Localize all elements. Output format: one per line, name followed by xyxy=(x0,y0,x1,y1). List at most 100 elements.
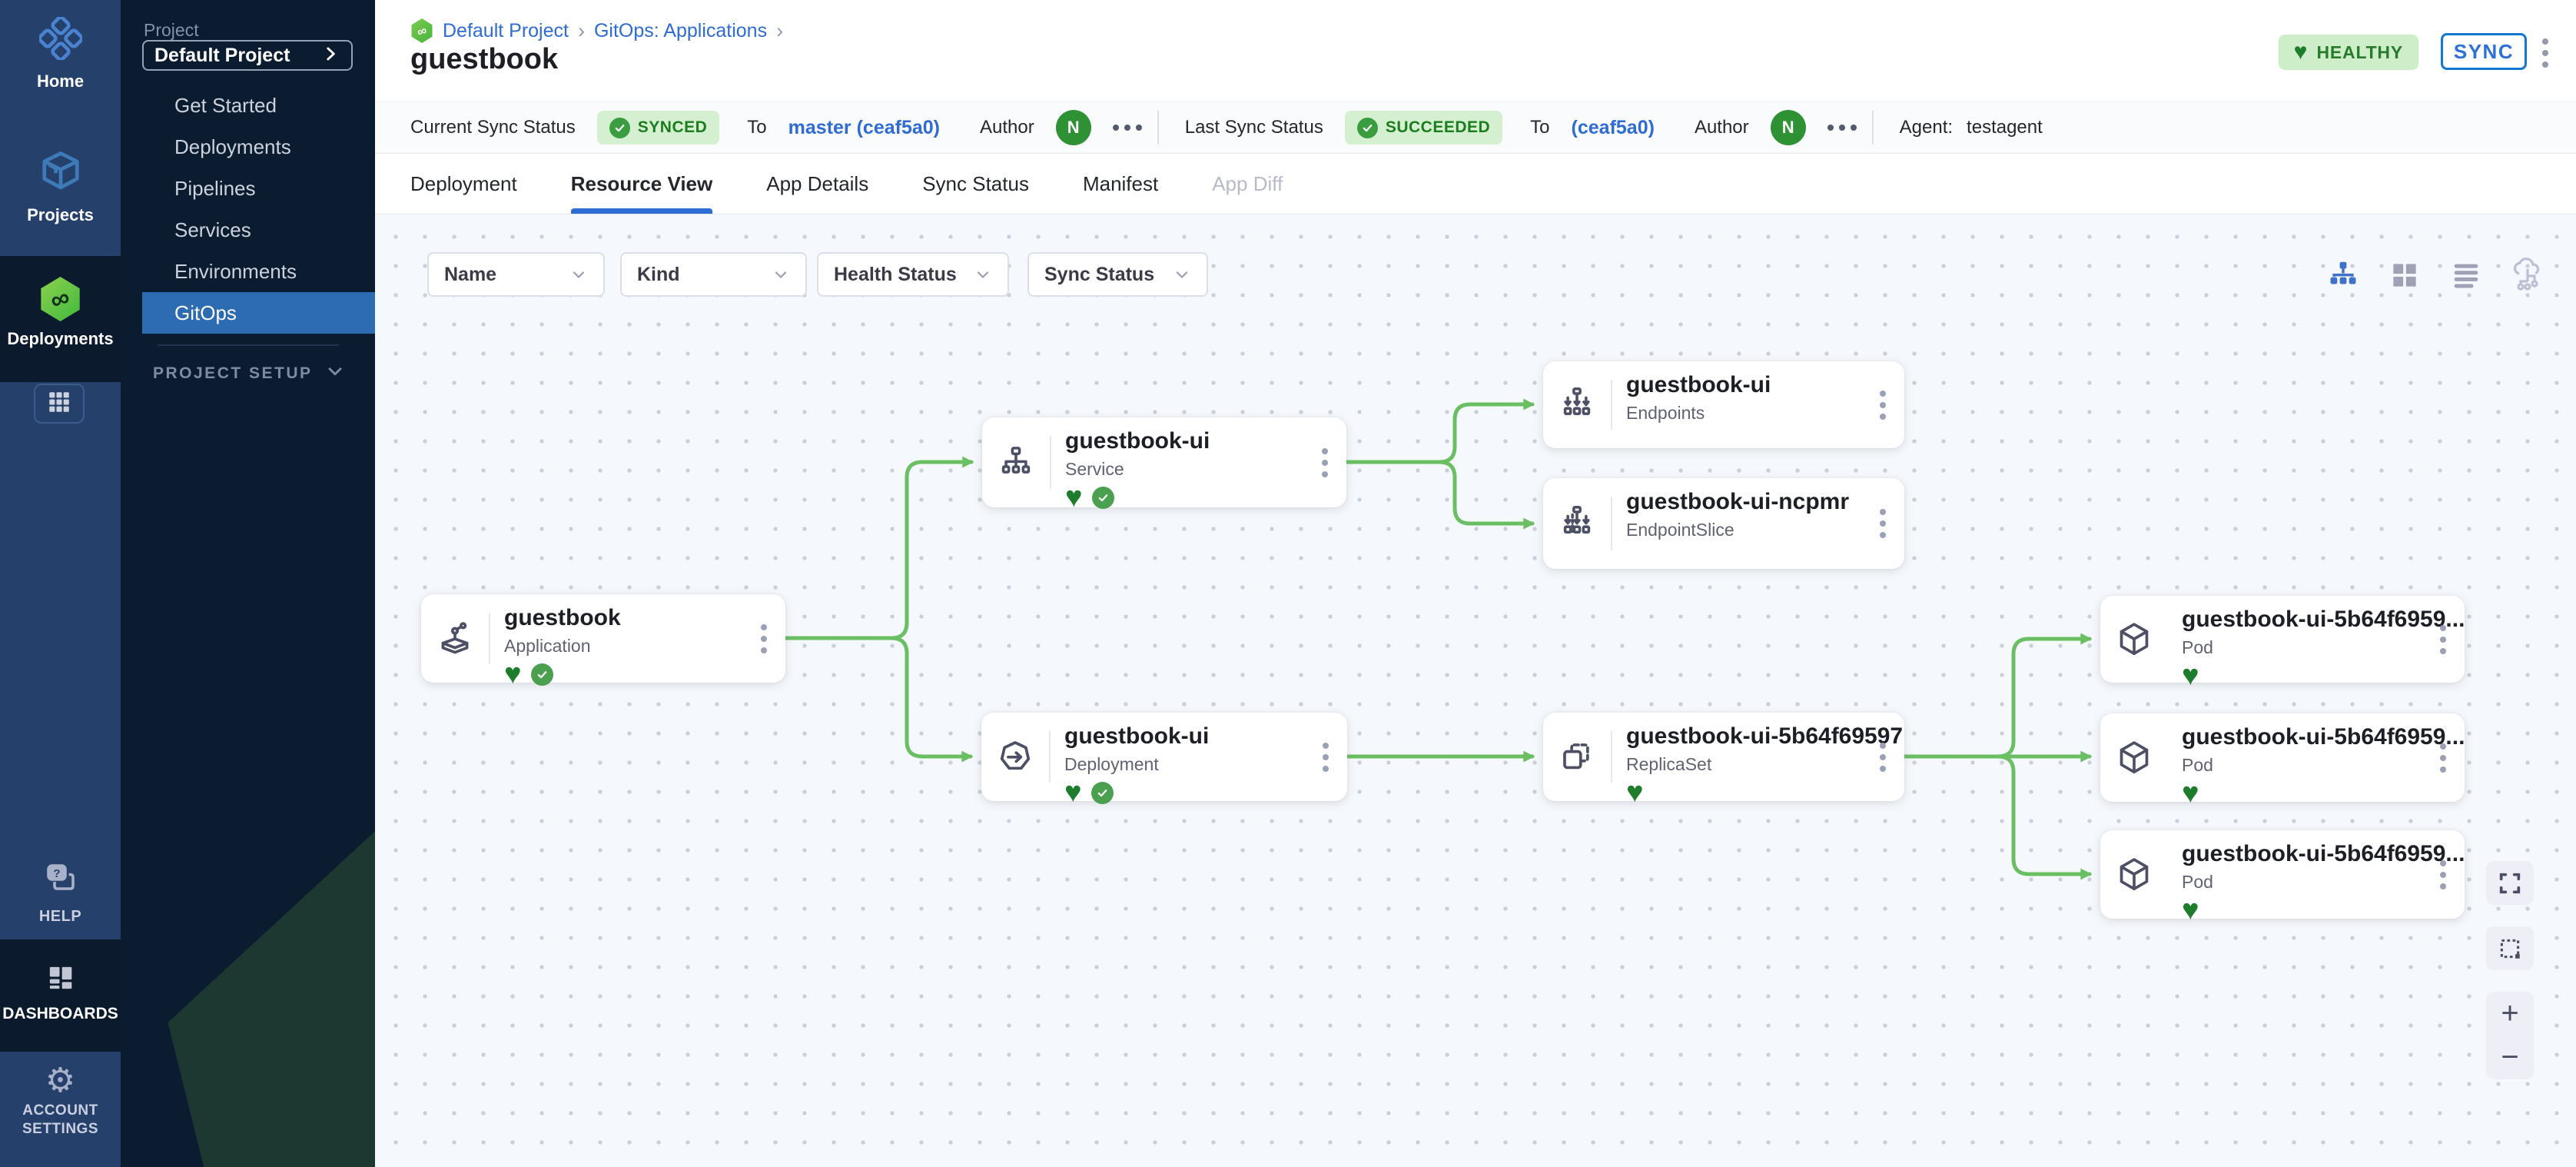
node-kind: Application xyxy=(504,636,591,656)
last-sync-status-label: Last Sync Status xyxy=(1184,117,1323,138)
rail-dashboards-label: DASHBOARDS xyxy=(2,1005,118,1022)
sync-status-bar: Current Sync Status SYNCED To master (ce… xyxy=(375,101,2576,154)
rail-item-dashboards[interactable]: DASHBOARDS xyxy=(0,963,121,1023)
divider xyxy=(1157,111,1159,145)
synced-check-icon xyxy=(1091,486,1114,509)
tab-sync-status[interactable]: Sync Status xyxy=(922,171,1029,195)
endpointslice-kind-icon xyxy=(1543,478,1611,569)
module-rail: Home Projects ∞ Deployments ? HELP xyxy=(0,0,121,1167)
chevron-down-icon xyxy=(1176,271,1188,279)
to-label: To xyxy=(1530,117,1550,138)
app-menu-kebab-icon[interactable] xyxy=(2542,38,2548,68)
gitops-breadcrumb-icon: ∞ xyxy=(411,18,433,43)
main-content: ∞ Default Project › GitOps: Applications… xyxy=(375,0,2576,1167)
tab-app-diff[interactable]: App Diff xyxy=(1212,171,1283,195)
current-sync-target-link[interactable]: master (ceaf5a0) xyxy=(788,116,940,138)
resource-tree-canvas: Name Kind Health Status Sync Status xyxy=(375,214,2576,1167)
project-selector[interactable]: Default Project xyxy=(142,40,353,71)
filter-health-status-dropdown[interactable]: Health Status xyxy=(817,252,1009,297)
sidebar-item-services[interactable]: Services xyxy=(174,218,251,241)
sidebar-item-get-started[interactable]: Get Started xyxy=(174,93,277,117)
tab-resource-view[interactable]: Resource View xyxy=(570,154,712,214)
tree-view-icon[interactable] xyxy=(2322,254,2364,296)
node-kind: Pod xyxy=(2182,755,2213,775)
current-sync-status-label: Current Sync Status xyxy=(410,117,576,138)
node-deployment[interactable]: guestbook-ui Deployment ♥ xyxy=(981,713,1347,807)
node-body: guestbook-ui-5b64f6959... Pod ♥ xyxy=(2168,596,2465,690)
node-menu-kebab-icon[interactable] xyxy=(2440,624,2447,654)
service-kind-icon xyxy=(982,417,1050,507)
node-body: guestbook-ui Service ♥ xyxy=(1051,417,1346,512)
filter-sync-status-dropdown[interactable]: Sync Status xyxy=(1027,252,1208,297)
node-body: guestbook-ui-5b64f6959... Pod ♥ xyxy=(2168,830,2465,925)
tab-app-details[interactable]: App Details xyxy=(766,171,869,195)
author-label: Author xyxy=(980,117,1034,138)
sidebar-item-pipelines[interactable]: Pipelines xyxy=(174,176,256,200)
zoom-out-button[interactable]: − xyxy=(2501,1040,2519,1074)
node-name: guestbook-ui-5b64f6959... xyxy=(2182,841,2465,866)
node-endpoints[interactable]: guestbook-ui Endpoints xyxy=(1543,361,1904,448)
zoom-in-button[interactable]: + xyxy=(2501,996,2519,1030)
rail-dashboards-section-bg xyxy=(0,939,121,1052)
tab-manifest[interactable]: Manifest xyxy=(1082,171,1159,195)
fit-to-screen-button[interactable] xyxy=(2486,861,2534,905)
node-endpointslice[interactable]: guestbook-ui-ncpmr EndpointSlice xyxy=(1543,478,1904,569)
node-pod3[interactable]: guestbook-ui-5b64f6959... Pod ♥ xyxy=(2100,830,2465,925)
node-menu-kebab-icon[interactable] xyxy=(2440,743,2447,773)
sidebar-item-environments[interactable]: Environments xyxy=(174,259,297,283)
node-kind: Service xyxy=(1065,459,1124,479)
healthy-heart-icon: ♥ xyxy=(1065,481,1083,514)
health-status-badge: ♥ HEALTHY xyxy=(2278,35,2418,70)
node-menu-kebab-icon[interactable] xyxy=(761,623,767,653)
svg-text:?: ? xyxy=(53,867,60,880)
node-kind: Endpoints xyxy=(1626,403,1705,423)
node-body: guestbook-ui-5b64f69597 ReplicaSet ♥ xyxy=(1612,713,1904,807)
node-menu-kebab-icon[interactable] xyxy=(1322,447,1328,477)
rail-item-account-settings[interactable]: ⚙ ACCOUNT SETTINGS xyxy=(0,1064,121,1138)
list-view-icon[interactable] xyxy=(2445,254,2487,296)
rail-item-home[interactable]: Home xyxy=(0,15,121,91)
grid-view-icon[interactable] xyxy=(2384,254,2425,296)
project-setup-toggle[interactable]: PROJECT SETUP xyxy=(153,361,345,386)
node-replicaset[interactable]: guestbook-ui-5b64f69597 ReplicaSet ♥ xyxy=(1543,713,1904,807)
node-menu-kebab-icon[interactable] xyxy=(1880,742,1886,772)
rail-item-help[interactable]: ? HELP xyxy=(0,859,121,926)
filter-kind-dropdown[interactable]: Kind xyxy=(620,252,807,297)
rail-item-deployments[interactable]: ∞ Deployments xyxy=(0,277,121,349)
node-status-badges: ♥ xyxy=(1626,778,1904,807)
last-sync-status-value: SUCCEEDED xyxy=(1385,118,1491,136)
node-divider xyxy=(489,613,490,664)
tab-deployment[interactable]: Deployment xyxy=(410,171,517,195)
page-header: ∞ Default Project › GitOps: Applications… xyxy=(375,0,2576,101)
sidebar-item-deployments[interactable]: Deployments xyxy=(174,135,291,158)
node-divider xyxy=(1611,497,1612,550)
breadcrumb-default-project[interactable]: Default Project xyxy=(443,19,569,42)
more-options-icon[interactable] xyxy=(1827,125,1857,131)
rail-help-label: HELP xyxy=(38,908,82,925)
node-menu-kebab-icon[interactable] xyxy=(1880,390,1886,420)
sidebar-item-gitops[interactable]: GitOps xyxy=(142,292,375,334)
agent-label: Agent: xyxy=(1899,117,1954,138)
last-sync-target-link[interactable]: (ceaf5a0) xyxy=(1571,116,1655,138)
module-picker-button[interactable] xyxy=(34,384,85,424)
node-pod1[interactable]: guestbook-ui-5b64f6959... Pod ♥ xyxy=(2100,596,2465,690)
breadcrumb-gitops-applications[interactable]: GitOps: Applications xyxy=(593,19,768,42)
node-name: guestbook-ui xyxy=(1626,372,1771,397)
view-mode-toolbar xyxy=(2322,254,2548,296)
node-menu-kebab-icon[interactable] xyxy=(1323,742,1329,772)
node-service[interactable]: guestbook-ui Service ♥ xyxy=(982,417,1346,512)
node-app[interactable]: guestbook Application ♥ xyxy=(421,594,785,689)
node-menu-kebab-icon[interactable] xyxy=(1880,509,1886,538)
node-pod2[interactable]: guestbook-ui-5b64f6959... Pod ♥ xyxy=(2100,713,2465,808)
marquee-select-button[interactable] xyxy=(2486,926,2534,970)
last-sync-status-badge: SUCCEEDED xyxy=(1344,111,1503,145)
node-status-badges: ♥ xyxy=(2182,661,2465,690)
node-menu-kebab-icon[interactable] xyxy=(2440,859,2447,889)
filter-name-dropdown[interactable]: Name xyxy=(427,252,605,297)
breadcrumb-separator: › xyxy=(776,18,784,42)
project-sidebar: Project Default Project Get Started Depl… xyxy=(121,0,375,1167)
more-options-icon[interactable] xyxy=(1112,125,1142,131)
network-view-icon[interactable] xyxy=(2507,254,2548,296)
rail-item-projects[interactable]: Projects xyxy=(0,148,121,225)
sync-button[interactable]: SYNC xyxy=(2441,33,2527,70)
